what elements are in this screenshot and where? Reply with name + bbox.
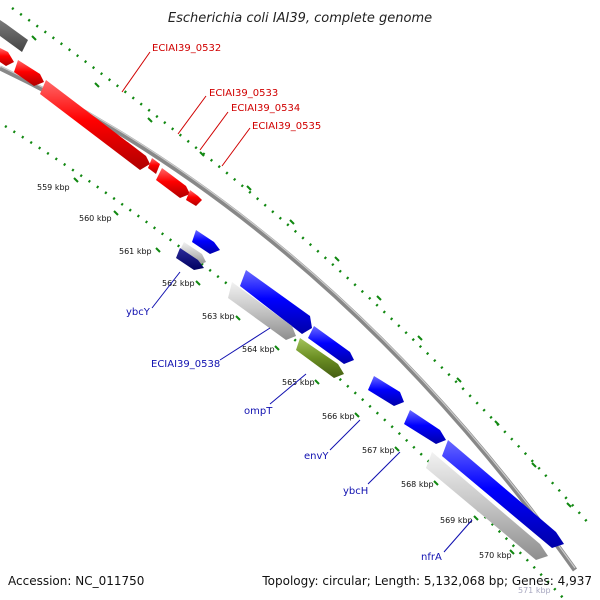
- gene-label-ECIAI39_0533: ECIAI39_0533: [209, 88, 278, 99]
- gene-label-nfrA: nfrA: [421, 552, 442, 563]
- gene-arrow-ECIAI39_0538: [228, 282, 296, 340]
- gene-arrow-blue-569: [442, 440, 564, 548]
- gene-arrow-ECIAI39_0533: [40, 80, 150, 170]
- outer-major-ticks: [31, 35, 572, 508]
- gene-label-ompT: ompT: [244, 406, 273, 417]
- tick-label-563: 563 kbp: [202, 312, 235, 321]
- gene-arrow-dark: [0, 20, 28, 52]
- gene-arrow-gray-ybcY: [178, 242, 206, 266]
- tick-label-570: 570 kbp: [479, 551, 512, 560]
- gene-arrow-nfrA: [426, 452, 548, 560]
- gene-arrow-ECIAI39_0532: [14, 60, 44, 86]
- gene-arrow-ECIAI39_0534: [156, 168, 190, 198]
- gene-label-ECIAI39_0535: ECIAI39_0535: [252, 121, 321, 132]
- tick-label-562: 562 kbp: [162, 279, 195, 288]
- tick-label-567: 567 kbp: [362, 446, 395, 455]
- gene-arrow-ECIAI39_0532-part: [0, 48, 14, 66]
- gene-arrow-blue-563: [240, 270, 312, 334]
- tick-label-559: 559 kbp: [37, 183, 70, 192]
- inner-major-ticks: [73, 177, 515, 555]
- gene-arrow-blue-561: [192, 230, 220, 254]
- gene-label-ECIAI39_0538: ECIAI39_0538: [151, 359, 220, 370]
- gene-label-ybcH: ybcH: [343, 486, 368, 497]
- red-gene-callouts: ECIAI39_0532 ECIAI39_0533 ECIAI39_0534 E…: [121, 43, 321, 167]
- tick-label-565: 565 kbp: [282, 378, 315, 387]
- blue-gene-callouts: ybcY ECIAI39_0538 ompT envY ybcH nfrA: [126, 271, 473, 563]
- tick-label-568: 568 kbp: [401, 480, 434, 489]
- gene-arrow-ompT: [296, 338, 344, 378]
- tick-label-564: 564 kbp: [242, 345, 275, 354]
- inner-tick-ring: [4, 124, 566, 600]
- gene-label-ybcY: ybcY: [126, 307, 151, 318]
- tick-label-566: 566 kbp: [322, 412, 355, 421]
- gene-arrow-ECIAI39_0534-tip: [148, 158, 160, 174]
- tick-label-569: 569 kbp: [440, 516, 473, 525]
- map-title: Escherichia coli IAI39, complete genome: [168, 11, 432, 26]
- gene-label-ECIAI39_0534: ECIAI39_0534: [231, 103, 300, 114]
- gene-arrow-ybcH: [404, 410, 446, 444]
- tick-label-561: 561 kbp: [119, 247, 152, 256]
- outer-tick-ring: [11, 6, 591, 526]
- tick-label-560: 560 kbp: [79, 214, 112, 223]
- gene-label-envY: envY: [304, 451, 329, 462]
- red-gene-arrows: [0, 48, 202, 206]
- topology-text: Topology: circular; Length: 5,132,068 bp…: [261, 574, 592, 588]
- gene-arrow-envY: [368, 376, 404, 406]
- lower-strand-genes: [176, 230, 564, 560]
- tick-label-571: 571 kbp: [518, 586, 551, 595]
- gene-arrow-blue-564: [308, 326, 354, 364]
- gene-arrow-ECIAI39_0535: [186, 190, 202, 206]
- accession-text: Accession: NC_011750: [8, 574, 144, 588]
- gene-label-ECIAI39_0532: ECIAI39_0532: [152, 43, 221, 54]
- tick-labels: 559 kbp 560 kbp 561 kbp 562 kbp 563 kbp …: [37, 183, 551, 595]
- gene-arrow-ybcY: [176, 248, 204, 270]
